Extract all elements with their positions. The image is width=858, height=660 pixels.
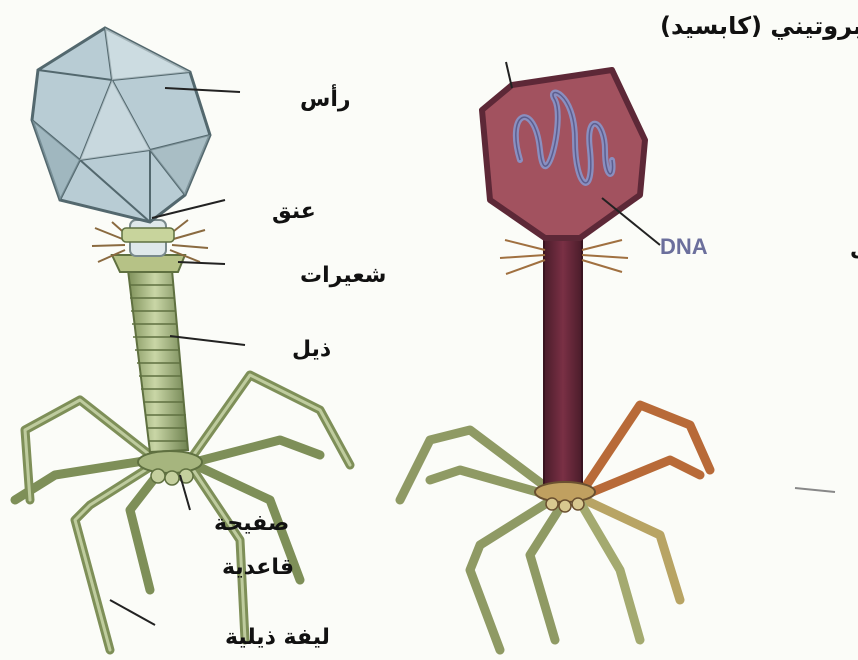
label-head: رأس — [300, 83, 351, 112]
label-neck: عنق — [272, 199, 316, 224]
left-head — [32, 28, 210, 222]
label-base-plate-line1: صفيحة — [214, 511, 289, 536]
label-tail-fiber: ليفة ذيلية — [225, 625, 330, 650]
label-whiskers: شعيرات — [300, 263, 386, 288]
left-tail-sheath — [128, 270, 188, 452]
right-phage — [400, 62, 710, 650]
label-tail: ذيل — [292, 337, 331, 362]
label-dna: DNA — [660, 234, 708, 259]
stray-mark — [795, 488, 835, 492]
right-tail-stem — [544, 230, 582, 485]
left-base-plate — [138, 451, 202, 485]
label-capsid: غلاف بروتيني (كابسيد) — [660, 12, 858, 40]
label-base-plate-line2: قاعدية — [222, 555, 294, 580]
label-nucleic-acid: حمض نووى — [850, 237, 858, 262]
